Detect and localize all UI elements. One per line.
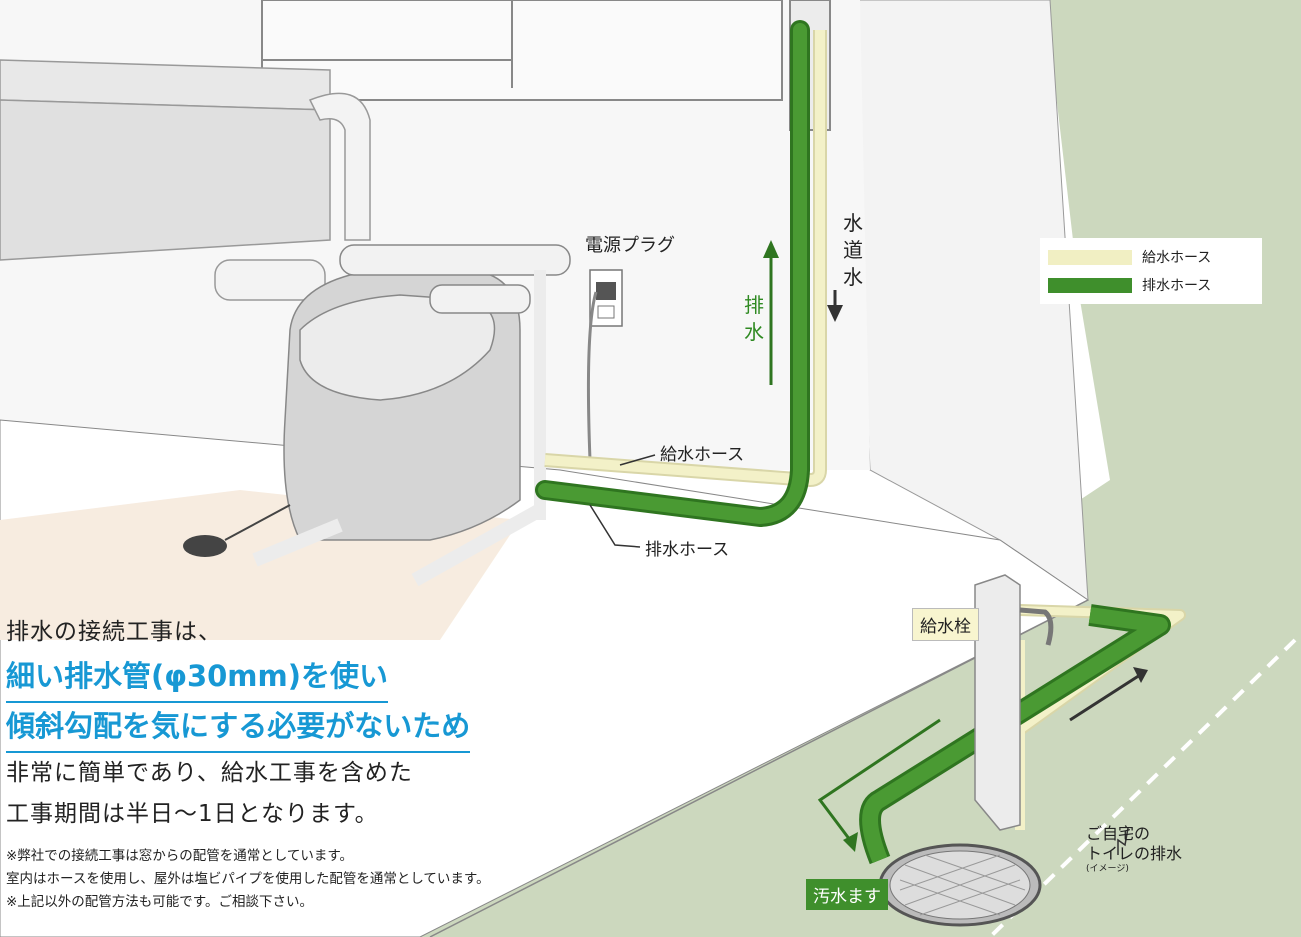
supply-hose-label: 給水ホース xyxy=(660,445,745,465)
outdoor-ground xyxy=(420,0,1301,937)
drain-label: 排 水 xyxy=(744,293,764,344)
note-1: ※弊社での接続工事は窓からの配管を通常としています。 xyxy=(6,848,354,864)
description-highlight-1: 細い排水管(φ30mm)を使い xyxy=(6,653,490,703)
legend-supply-label: 給水ホース xyxy=(1142,250,1212,266)
tap-water-down-arrow xyxy=(827,290,843,322)
supply-hose-leader xyxy=(619,454,656,466)
tap-water-label: 水 道 水 xyxy=(843,211,863,289)
home-toilet-drain-label: ご自宅の トイレの排水 (イメージ) xyxy=(1086,824,1183,874)
drain-hose-leader xyxy=(589,504,641,548)
power-outlet xyxy=(586,269,623,461)
legend-drain-label: 排水ホース xyxy=(1142,278,1212,294)
portable-toilet xyxy=(252,244,571,587)
floor-switch xyxy=(183,504,291,557)
legend: 給水ホース 排水ホース xyxy=(1040,238,1262,304)
legend-supply-swatch xyxy=(1048,249,1132,265)
drain-up-arrow xyxy=(763,240,779,385)
hydrant-post xyxy=(974,574,1054,831)
legend-drain-swatch xyxy=(1048,277,1132,293)
description-line-1: 排水の接続工事は、 xyxy=(6,619,222,645)
description-line-5: 工事期間は半日〜1日となります。 xyxy=(6,801,379,827)
power-plug-label: 電源プラグ xyxy=(585,235,675,256)
hydrant-label: 給水栓 xyxy=(912,608,979,641)
drain-hose-label: 排水ホース xyxy=(645,540,730,560)
legend-supply-hose: 給水ホース xyxy=(1048,248,1211,266)
manhole xyxy=(878,843,1042,927)
outdoor-supply-arrow xyxy=(1069,667,1148,722)
outdoor-drain-arrow xyxy=(817,718,941,852)
description-highlight-2: 傾斜勾配を気にする必要がないため xyxy=(6,703,490,753)
note-2: 室内はホースを使用し、屋外は塩ビパイプを使用した配管を通常としています。 xyxy=(6,871,490,887)
home-drain-leader xyxy=(1117,827,1129,855)
description-text: 排水の接続工事は、 細い排水管(φ30mm)を使い 傾斜勾配を気にする必要がない… xyxy=(6,612,490,914)
note-3: ※上記以外の配管方法も可能です。ご相談下さい。 xyxy=(6,894,313,910)
handrail xyxy=(0,59,371,301)
description-line-4: 非常に簡単であり、給水工事を含めた xyxy=(6,760,413,786)
sewage-basin-label: 汚水ます xyxy=(806,879,888,910)
legend-drain-hose: 排水ホース xyxy=(1048,276,1211,294)
